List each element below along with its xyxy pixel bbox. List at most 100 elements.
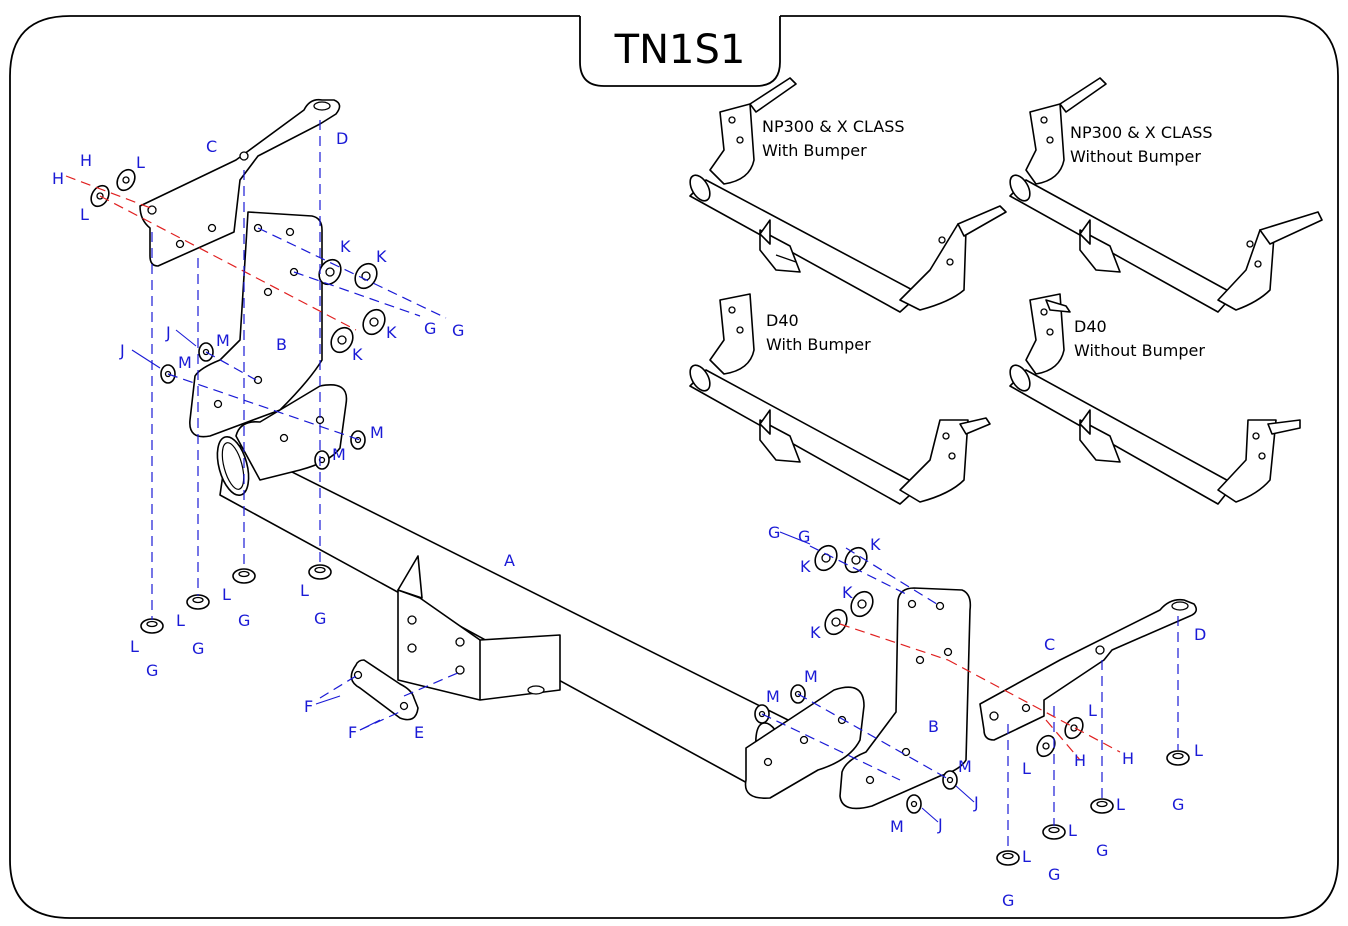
callout-L: L (1022, 847, 1031, 866)
callout-D: D (1194, 625, 1206, 644)
callout-M: M (958, 757, 972, 776)
variant-3-config: With Bumper (766, 335, 871, 354)
callout-K: K (870, 535, 881, 554)
callout-L: L (222, 585, 231, 604)
nut-G (308, 564, 332, 580)
callout-G: G (424, 319, 436, 338)
callout-F: F (348, 723, 357, 742)
callout-M: M (370, 423, 384, 442)
callout-L: L (176, 611, 185, 630)
callout-K: K (376, 247, 387, 266)
assembly-centerlines (65, 120, 1179, 852)
callout-L: L (1068, 821, 1077, 840)
variant-3-model: D40 (766, 311, 799, 330)
callout-G: G (1096, 841, 1108, 860)
callout-L: L (1022, 759, 1031, 778)
nut-G (1166, 750, 1190, 766)
callout-G: G (192, 639, 204, 658)
callout-H: H (1122, 749, 1134, 768)
variant-d40-without-bumper (1009, 293, 1301, 505)
washer-L (116, 168, 136, 192)
variant-np300-without-bumper (1009, 77, 1323, 313)
callout-M: M (332, 445, 346, 464)
callout-G: G (768, 523, 780, 542)
callout-M: M (216, 331, 230, 350)
callout-J: J (973, 793, 979, 812)
callout-K: K (352, 345, 363, 364)
callout-M: M (804, 667, 818, 686)
callout-L: L (80, 205, 89, 224)
callout-C: C (206, 137, 217, 156)
callout-leaders (131, 329, 975, 823)
variant-4-model: D40 (1074, 317, 1107, 336)
callout-L: L (1088, 701, 1097, 720)
nut-G (996, 850, 1020, 866)
variant-2-model: NP300 & X CLASS (1070, 123, 1213, 142)
variant-1-config: With Bumper (762, 141, 867, 160)
callout-L: L (136, 153, 145, 172)
washer-K (354, 262, 378, 290)
callout-G: G (798, 527, 810, 546)
callout-L: L (1116, 795, 1125, 814)
callout-B: B (276, 335, 287, 354)
spacer-plate-E (350, 659, 419, 721)
callout-G: G (1172, 795, 1184, 814)
callout-C: C (1044, 635, 1055, 654)
washer-K (330, 326, 354, 354)
receiver-bracket (397, 555, 561, 701)
nut-G (1042, 824, 1066, 840)
callout-L: L (300, 581, 309, 600)
callout-K: K (810, 623, 821, 642)
callout-K: K (800, 557, 811, 576)
washer-L (1036, 734, 1056, 758)
callout-G: G (314, 609, 326, 628)
callout-M: M (178, 353, 192, 372)
variant-np300-with-bumper (689, 77, 1007, 313)
callout-J: J (937, 815, 943, 834)
variant-d40-with-bumper (689, 293, 991, 505)
washer-K (844, 546, 868, 574)
part-callouts: A B B C C D D E F F H H H H L L L L L L … (52, 129, 1206, 910)
callout-E: E (414, 723, 424, 742)
title-tab (579, 16, 781, 87)
washers (90, 168, 1190, 866)
sheet-border (9, 15, 1339, 919)
callout-J: J (119, 341, 125, 360)
nut-M (942, 770, 958, 790)
callout-B: B (928, 717, 939, 736)
callout-G: G (146, 661, 158, 680)
variant-1-model: NP300 & X CLASS (762, 117, 905, 136)
washer-K (850, 590, 874, 618)
washer-K (318, 258, 342, 286)
callout-A: A (504, 551, 515, 570)
callout-J: J (165, 323, 171, 342)
callout-G: G (1048, 865, 1060, 884)
washer-K (814, 544, 838, 572)
nut-G (1090, 798, 1114, 814)
chassis-bracket-C-right (979, 598, 1198, 741)
washer-K (824, 608, 848, 636)
callout-M: M (766, 687, 780, 706)
nut-M (314, 450, 330, 470)
washer-L (1064, 716, 1084, 740)
variant-4-config: Without Bumper (1074, 341, 1205, 360)
callout-M: M (890, 817, 904, 836)
callout-L: L (130, 637, 139, 656)
nut-G (186, 594, 210, 610)
callout-K: K (842, 583, 853, 602)
callout-L: L (1194, 741, 1203, 760)
callout-D: D (336, 129, 348, 148)
diagram-title: TN1S1 (614, 27, 746, 73)
crossbar-tube-A (216, 435, 789, 791)
callout-F: F (304, 697, 313, 716)
nut-G (232, 568, 256, 584)
nut-G (140, 618, 164, 634)
nut-M (350, 430, 366, 450)
callout-K: K (340, 237, 351, 256)
washer-K (362, 308, 386, 336)
callout-G: G (1002, 891, 1014, 910)
callout-H: H (1074, 751, 1086, 770)
callout-G: G (452, 321, 464, 340)
nut-M (906, 794, 922, 814)
